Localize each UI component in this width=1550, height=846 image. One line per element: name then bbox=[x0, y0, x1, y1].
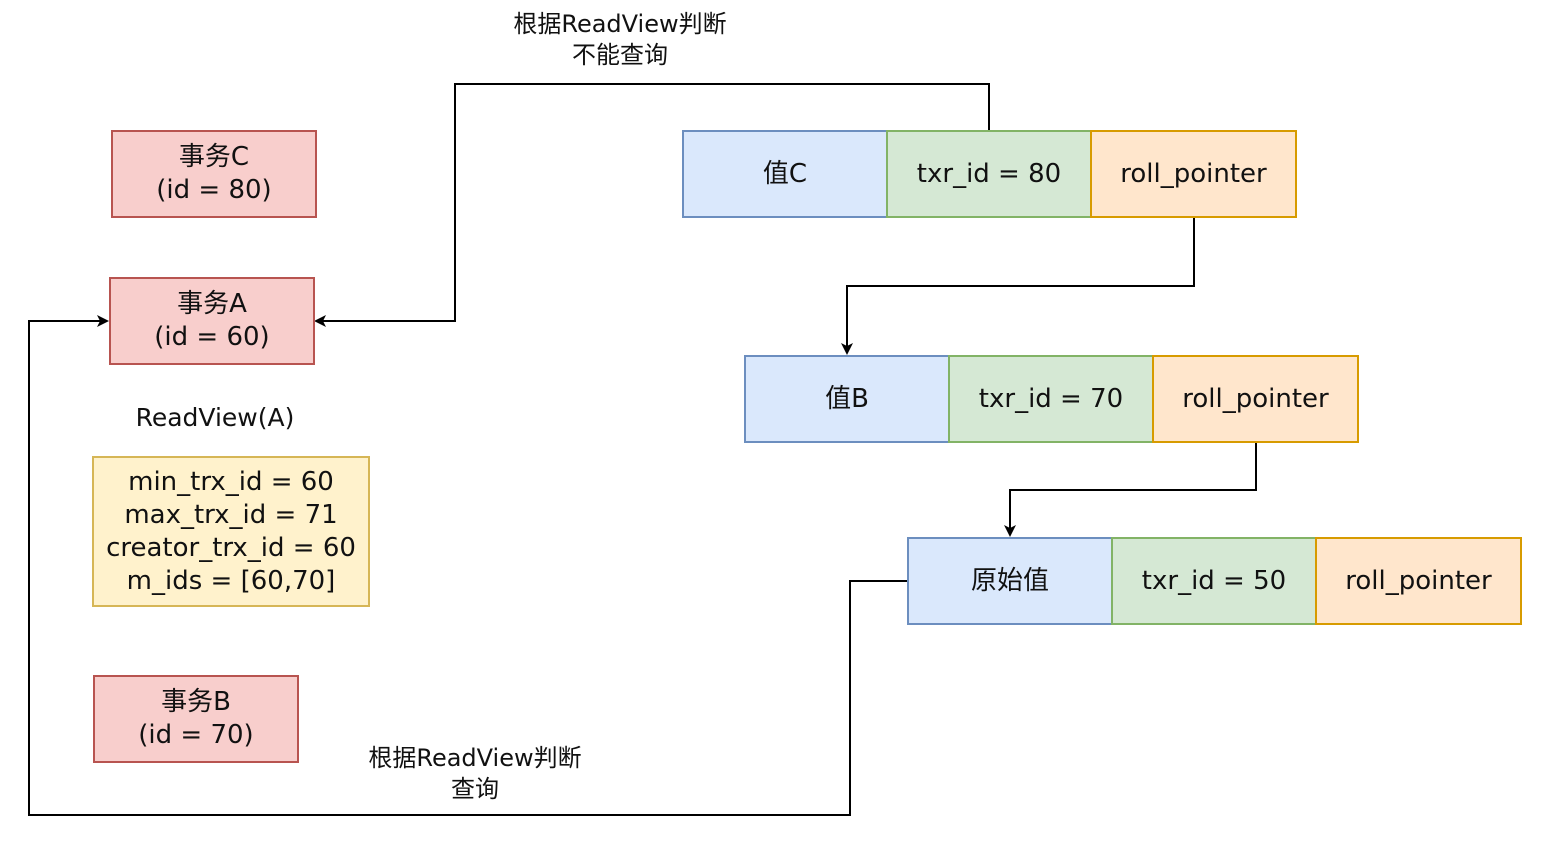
readview-title: ReadView(A) bbox=[135, 403, 295, 432]
transaction-a-box: 事务A (id = 60) bbox=[109, 277, 315, 365]
transaction-b-box: 事务B (id = 70) bbox=[93, 675, 299, 763]
version-original-roll-pointer-text: roll_pointer bbox=[1345, 565, 1492, 596]
version-b-value: 值B bbox=[744, 355, 950, 443]
readview-m-ids: m_ids = [60,70] bbox=[126, 565, 336, 596]
version-original-trx-id-text: txr_id = 50 bbox=[1141, 565, 1287, 596]
transaction-c-id: (id = 80) bbox=[156, 175, 272, 205]
readview-creator-trx-id: creator_trx_id = 60 bbox=[106, 532, 356, 563]
transaction-c-name: 事务C bbox=[178, 142, 250, 172]
version-c-value: 值C bbox=[682, 130, 888, 218]
edge-pointer-c-to-value-b bbox=[841, 217, 1195, 355]
version-original-value: 原始值 bbox=[907, 537, 1113, 625]
version-c-trx-id: txr_id = 80 bbox=[886, 130, 1092, 218]
version-c-trx-id-text: txr_id = 80 bbox=[916, 158, 1062, 189]
edge-label-line: 查询 bbox=[451, 775, 499, 803]
version-c-value-text: 值C bbox=[762, 158, 808, 189]
edge-label-cannot-query: 根据ReadView判断 不能查询 bbox=[490, 9, 750, 71]
version-b-roll-pointer: roll_pointer bbox=[1152, 355, 1359, 443]
transaction-b-id: (id = 70) bbox=[138, 720, 254, 750]
readview-max-trx-id: max_trx_id = 71 bbox=[124, 499, 338, 530]
version-b-trx-id: txr_id = 70 bbox=[948, 355, 1154, 443]
transaction-a-id: (id = 60) bbox=[154, 322, 270, 352]
version-c-roll-pointer: roll_pointer bbox=[1090, 130, 1297, 218]
version-b-roll-pointer-text: roll_pointer bbox=[1182, 383, 1329, 414]
edge-label-line: 根据ReadView判断 bbox=[513, 10, 727, 38]
edge-valuec-to-transaction-a bbox=[314, 83, 990, 327]
version-original-roll-pointer: roll_pointer bbox=[1315, 537, 1522, 625]
version-original-value-text: 原始值 bbox=[970, 565, 1049, 596]
transaction-c-box: 事务C (id = 80) bbox=[111, 130, 317, 218]
readview-box: min_trx_id = 60 max_trx_id = 71 creator_… bbox=[92, 456, 370, 607]
transaction-b-name: 事务B bbox=[161, 687, 231, 717]
edge-label-line: 根据ReadView判断 bbox=[368, 744, 582, 772]
version-original-trx-id: txr_id = 50 bbox=[1111, 537, 1317, 625]
readview-min-trx-id: min_trx_id = 60 bbox=[128, 466, 334, 497]
edge-pointer-b-to-original bbox=[1004, 442, 1257, 537]
edge-label-query: 根据ReadView判断 查询 bbox=[345, 743, 605, 805]
edge-label-line: 不能查询 bbox=[572, 41, 668, 69]
transaction-a-name: 事务A bbox=[177, 289, 247, 319]
version-b-value-text: 值B bbox=[825, 383, 869, 414]
version-b-trx-id-text: txr_id = 70 bbox=[978, 383, 1124, 414]
version-c-roll-pointer-text: roll_pointer bbox=[1120, 158, 1267, 189]
edge-original-to-transaction-a bbox=[28, 315, 907, 816]
